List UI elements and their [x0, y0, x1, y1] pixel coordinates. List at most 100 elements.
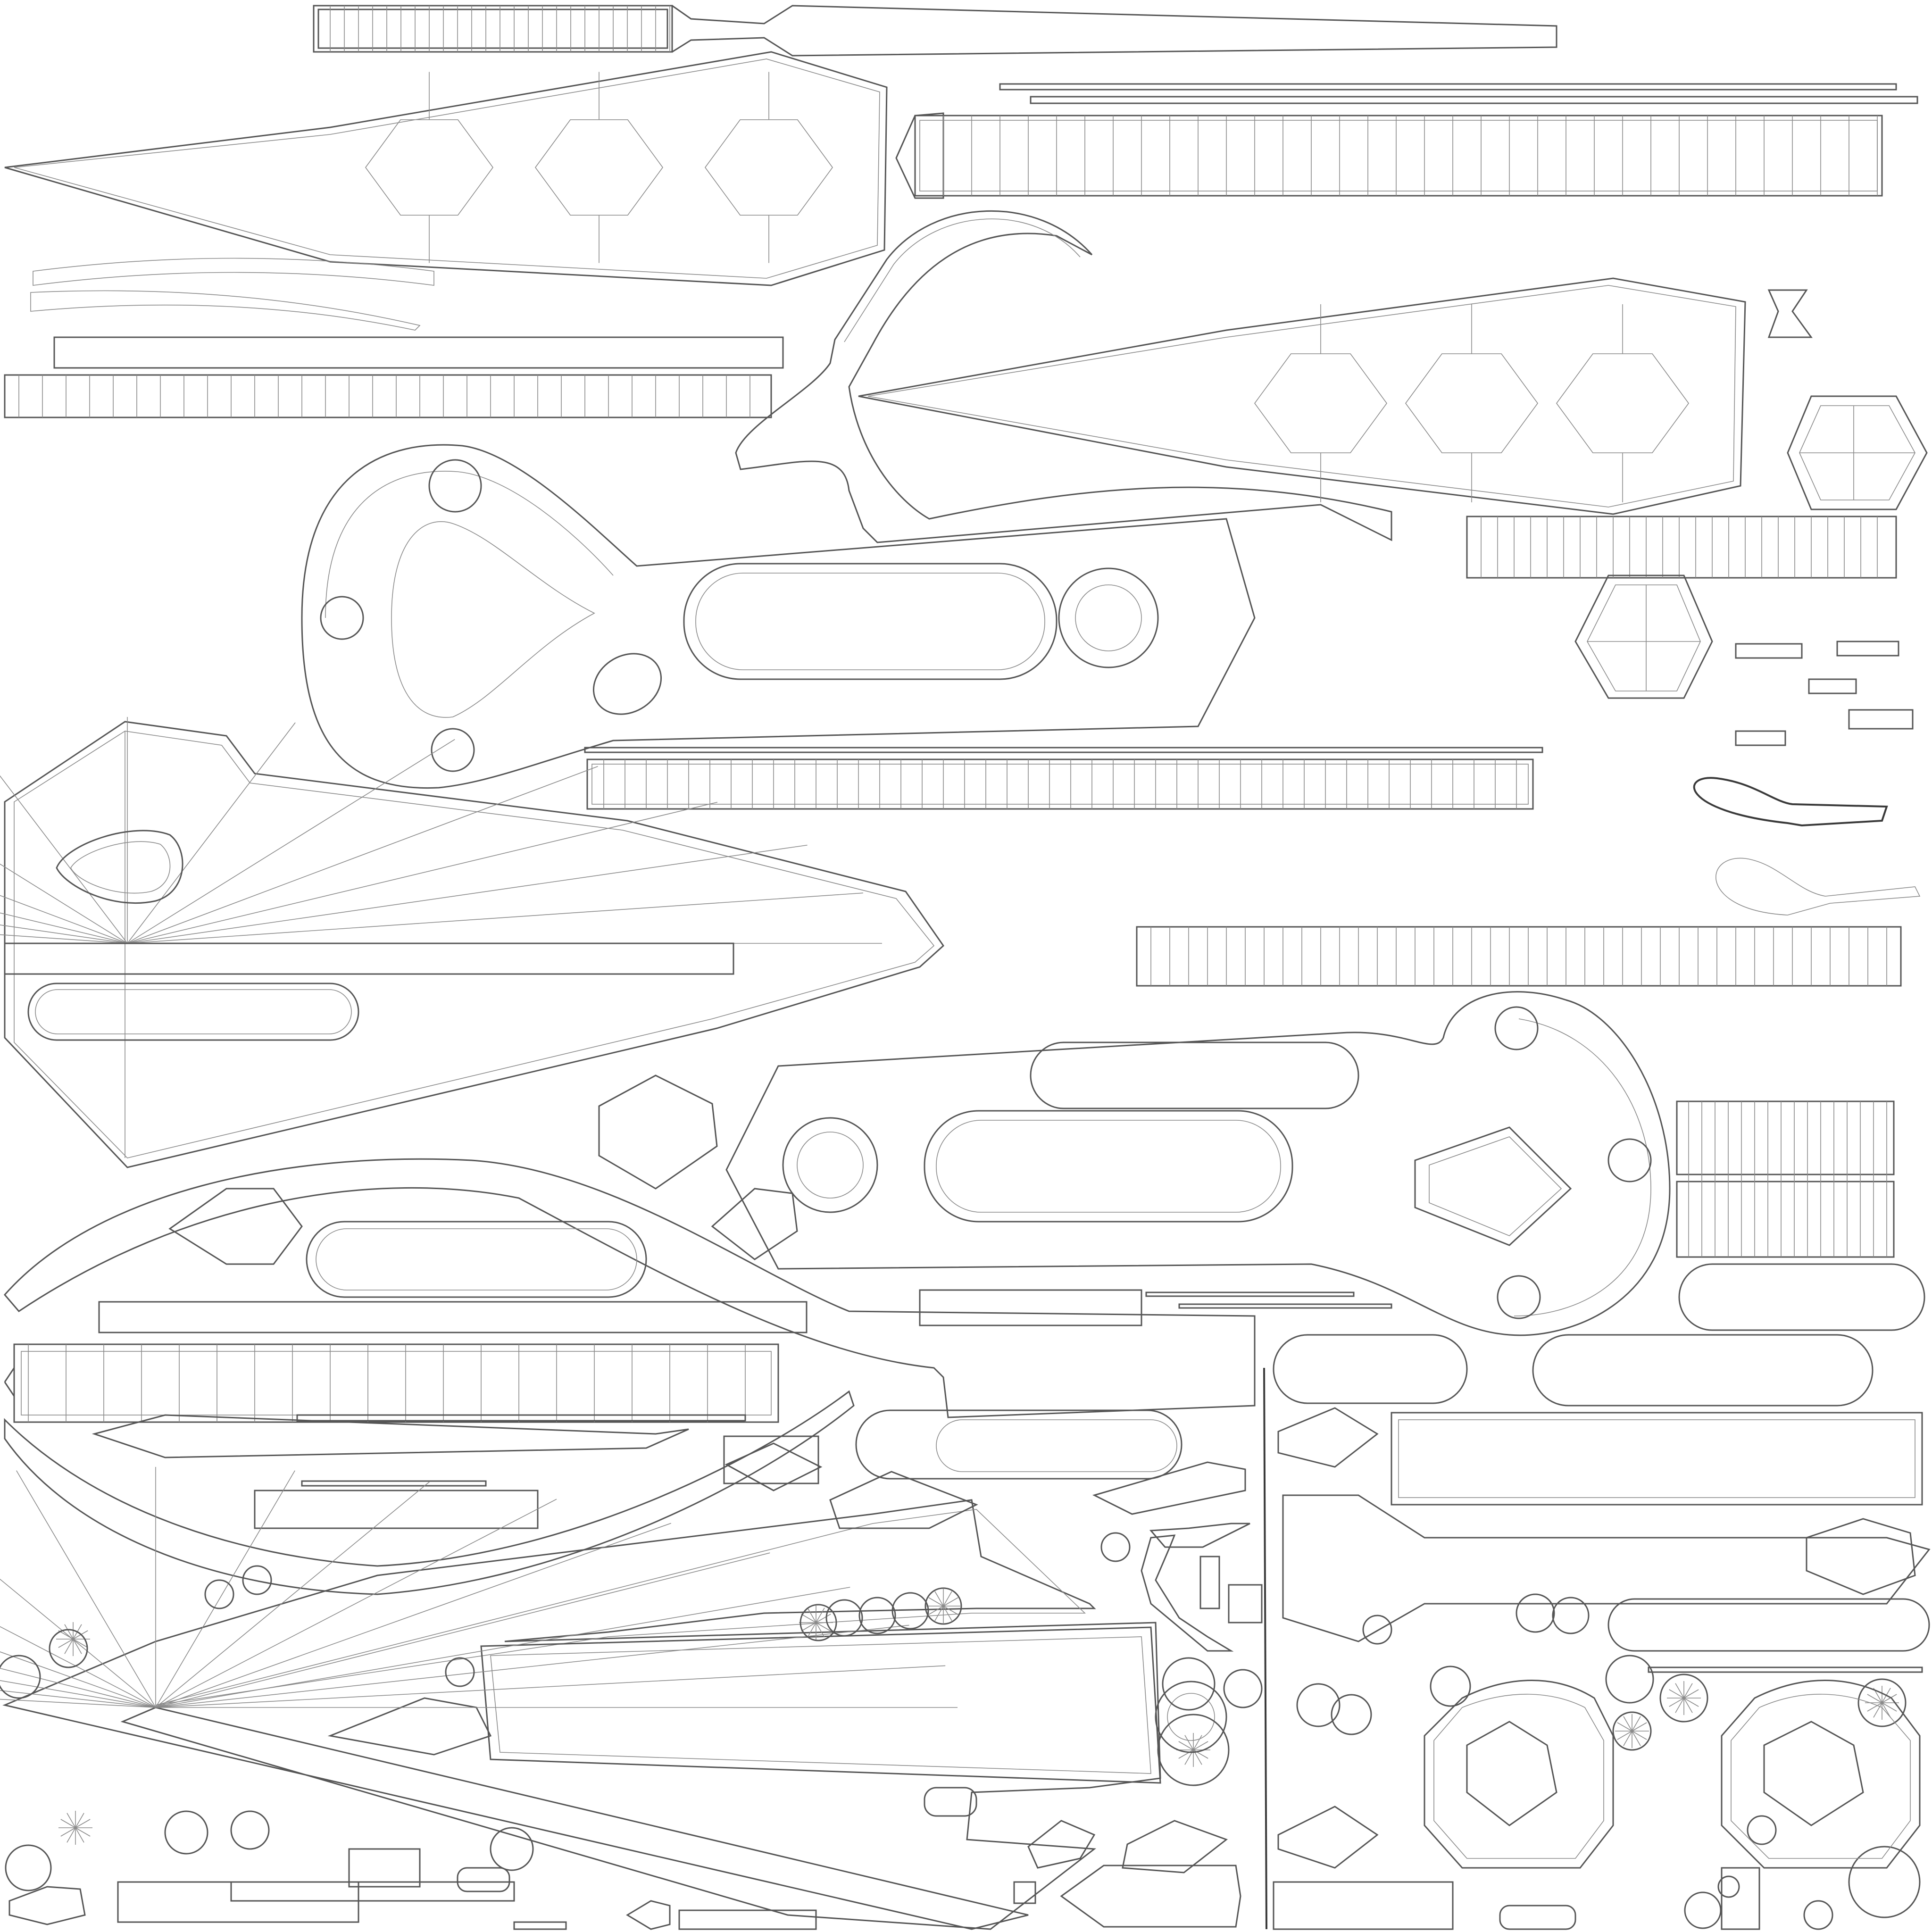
wire-edge	[934, 1606, 944, 1621]
blade-strip-top	[313, 5, 1557, 57]
pointed-blade-middle-left	[4, 1074, 1392, 1423]
wire-edge	[16, 1470, 156, 1708]
wire-edge	[60, 1827, 76, 1837]
wire-edge	[75, 1827, 84, 1843]
wire-edge	[943, 1591, 952, 1607]
wire-edge	[155, 1470, 295, 1708]
wire-face	[1405, 353, 1538, 453]
curved-strip-upper	[735, 210, 1392, 543]
hexagon-cap-top-right	[1466, 289, 1928, 579]
hilt-strip-top-right	[895, 83, 1918, 199]
wire-edge	[155, 1523, 672, 1708]
wire-face	[705, 119, 833, 216]
wire-edge	[943, 1597, 958, 1607]
round-caps-bottom	[8, 1409, 1263, 1930]
wire-edge	[1617, 1731, 1632, 1740]
wire-edge	[1617, 1722, 1632, 1732]
wire-edge	[0, 1626, 156, 1708]
wire-edge	[1867, 1694, 1882, 1703]
wire-edge	[1683, 1698, 1693, 1713]
wire-edge	[1683, 1683, 1693, 1699]
wire-edge	[1882, 1702, 1891, 1718]
wire-edge	[73, 1639, 82, 1654]
wire-edge	[0, 895, 128, 944]
wire-edge	[60, 1819, 76, 1828]
wire-edge	[1623, 1731, 1632, 1746]
wire-face	[365, 119, 493, 216]
wire-edge	[943, 1606, 952, 1621]
wire-edge	[1193, 1741, 1208, 1750]
wire-edge	[75, 1813, 84, 1828]
pointed-blade-middle-left	[0, 717, 944, 1168]
wire-edge	[127, 739, 455, 944]
wire-edge	[0, 863, 128, 944]
wire-edge	[801, 1614, 816, 1623]
guard-ring-lower	[725, 991, 1895, 1336]
wire-edge	[0, 934, 128, 944]
wire-edge	[1675, 1698, 1684, 1713]
wire-edge	[0, 1668, 156, 1708]
wire-edge	[0, 1690, 156, 1708]
wire-edge	[0, 1680, 156, 1708]
wire-edge	[0, 775, 128, 944]
wire-edge	[0, 924, 128, 944]
wire-edge	[1178, 1741, 1194, 1750]
wire-edge	[155, 1552, 770, 1708]
wire-edge	[1193, 1735, 1202, 1750]
wire-edge	[155, 1499, 557, 1708]
wire-edge	[1867, 1702, 1882, 1712]
wire-edge	[1882, 1702, 1897, 1712]
wire-edge	[816, 1622, 831, 1632]
wire-edge	[1623, 1716, 1632, 1732]
wire-edge	[155, 1624, 909, 1708]
wire-edge	[1184, 1735, 1194, 1750]
wire-edge	[75, 1827, 91, 1837]
wire-edge	[127, 801, 718, 944]
long-strip-left	[584, 747, 1543, 810]
long-strip-left	[4, 830, 734, 1041]
wire-edge	[58, 1639, 74, 1648]
wire-edge	[58, 1630, 74, 1640]
wire-edge	[1632, 1731, 1647, 1740]
wire-edge	[1873, 1702, 1882, 1718]
wire-edge	[127, 722, 296, 944]
wire-edge	[928, 1597, 944, 1607]
wire-face	[1556, 353, 1689, 453]
wire-edge	[816, 1622, 825, 1638]
blade-panel-center-right	[858, 277, 1746, 515]
wire-edge	[1632, 1722, 1647, 1732]
wire-edge	[64, 1624, 74, 1640]
hexagon-cap-mid-right	[1574, 575, 1914, 746]
wire-edge	[67, 1813, 76, 1828]
hilt-wire-strip	[4, 258, 784, 418]
wire-edge	[155, 1665, 946, 1708]
wire-edge	[801, 1622, 816, 1632]
wire-edge	[816, 1614, 831, 1623]
guard-ring-upper	[301, 444, 1256, 789]
wire-edge	[934, 1591, 944, 1607]
wire-edge	[0, 1651, 156, 1708]
wire-face	[535, 119, 663, 216]
wire-edge	[1882, 1694, 1897, 1703]
wire-edge	[155, 1587, 850, 1708]
wire-edge	[807, 1622, 816, 1638]
wire-edge	[73, 1639, 88, 1648]
wire-edge	[0, 912, 128, 944]
pointed-blade-bottom	[0, 1390, 1161, 1930]
wire-edge	[1675, 1683, 1684, 1699]
wire-edge	[127, 766, 598, 944]
wire-edge	[1632, 1716, 1641, 1732]
wire-edge	[127, 892, 863, 944]
wire-edge	[1669, 1689, 1684, 1699]
wire-edge	[127, 844, 808, 944]
blade-panel-top-left	[4, 51, 888, 286]
wire-edge	[0, 1699, 156, 1708]
wire-edge	[816, 1607, 825, 1623]
wire-edge	[807, 1607, 816, 1623]
wire-edge	[1683, 1698, 1699, 1707]
wire-edge	[943, 1606, 958, 1615]
guard-ring-lower	[1263, 1263, 1931, 1930]
wire-edge	[1178, 1749, 1194, 1759]
